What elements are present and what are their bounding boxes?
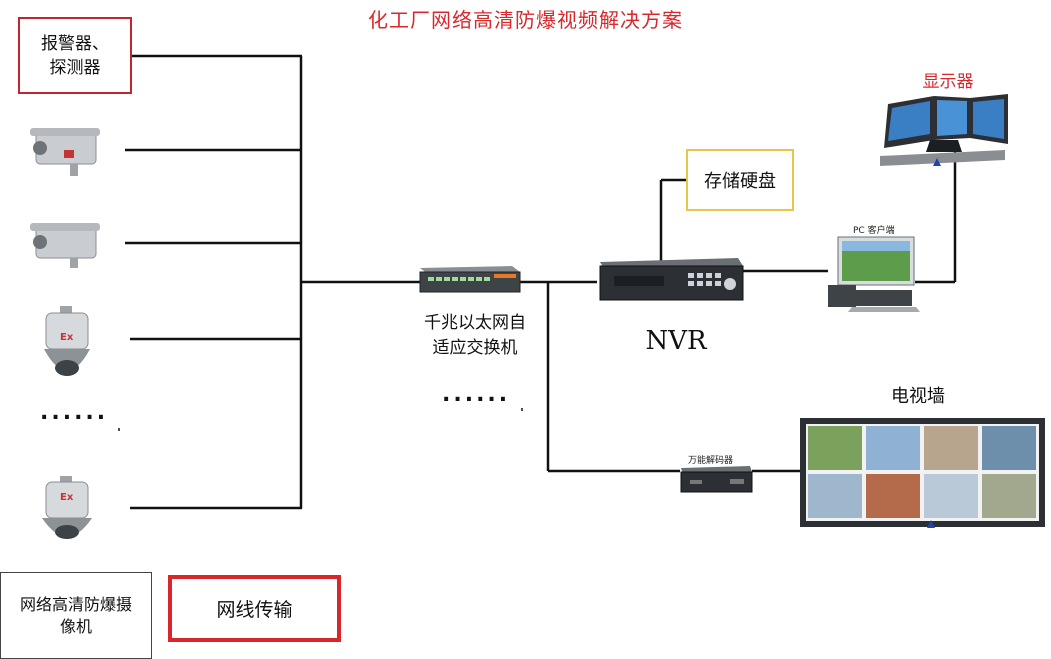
- more-connections-dots: ......: [442, 382, 511, 407]
- alarm-detector-box: 报警器、 探测器: [18, 17, 132, 94]
- decoder-label: 万能解码器: [688, 454, 733, 466]
- alarm-line-2: 探测器: [49, 57, 101, 78]
- switch-label-line-1: 千兆以太网自: [424, 313, 526, 333]
- switch-label-line-2: 适应交换机: [432, 338, 518, 358]
- alarm-line-1: 报警器、: [41, 33, 109, 54]
- pc-label: PC 客户端: [853, 224, 895, 236]
- camera-line-1: 网络高清防爆摄: [19, 594, 132, 614]
- nvr-label: NVR: [645, 326, 707, 356]
- svg-text:Ex: Ex: [60, 492, 74, 503]
- svg-text:Ex: Ex: [60, 332, 74, 343]
- camera-line-2: 像机: [59, 616, 92, 636]
- storage-box: 存储硬盘: [686, 149, 794, 211]
- more-cameras-dots: ......: [40, 400, 109, 425]
- cable-legend-box: 网线传输: [168, 575, 341, 642]
- camera-legend-box: 网络高清防爆摄 像机: [0, 572, 152, 659]
- monitor-label: 显示器: [922, 72, 974, 92]
- video-wall-label: 电视墙: [891, 386, 945, 407]
- switch-label: 千兆以太网自 适应交换机: [400, 311, 550, 361]
- diagram-title: 化工厂网络高清防爆视频解决方案: [368, 8, 683, 32]
